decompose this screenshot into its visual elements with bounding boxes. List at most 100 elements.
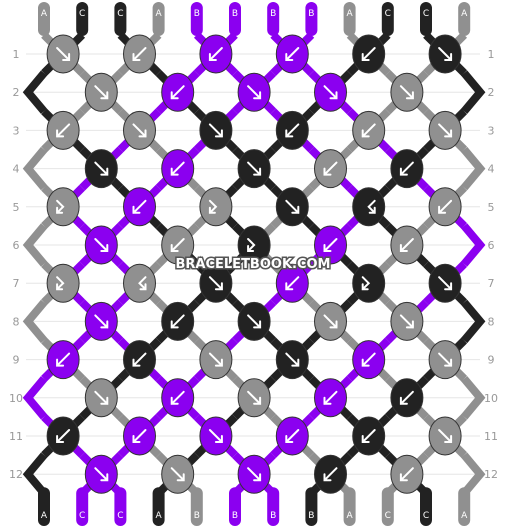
row-label-right: 8 — [488, 315, 495, 328]
knot-arrow-icon — [94, 85, 109, 100]
strand-label-bottom: C — [79, 511, 85, 521]
knot — [428, 416, 462, 456]
knot — [390, 225, 424, 265]
knot-arrow-icon — [399, 161, 414, 176]
knot — [161, 378, 195, 418]
strand-label-top: B — [194, 9, 200, 19]
knot — [46, 110, 80, 150]
row-label-right: 5 — [488, 201, 495, 214]
knot-arrow-icon — [247, 238, 256, 252]
row-label-left: 11 — [9, 430, 23, 443]
row-label-right: 7 — [488, 277, 495, 290]
knot-arrow-icon — [323, 238, 338, 252]
edge-strand — [22, 223, 48, 267]
edge-strand — [461, 223, 486, 267]
strand-label-bottom: B — [308, 511, 314, 521]
knot — [275, 340, 309, 380]
knot-arrow-icon — [132, 352, 147, 367]
knot-arrow-icon — [170, 85, 185, 100]
knot-arrow-icon — [247, 390, 262, 405]
knot-arrow-icon — [285, 47, 300, 61]
knot-arrow-icon — [285, 199, 300, 214]
edge-strand — [22, 452, 48, 496]
knot-grid — [46, 34, 462, 494]
strand-label-bottom: A — [156, 511, 163, 521]
knot — [237, 301, 271, 341]
knot-arrow-icon — [285, 352, 300, 367]
knot — [123, 34, 156, 74]
strand-label-top: C — [385, 9, 391, 19]
knot-arrow-icon — [208, 276, 223, 291]
knot-arrow-icon — [399, 390, 414, 405]
knot — [46, 263, 80, 303]
knot — [314, 72, 347, 112]
knot-arrow-icon — [56, 276, 65, 291]
knot-arrow-icon — [438, 429, 453, 443]
knot-arrow-icon — [399, 467, 414, 482]
strand-label-bottom: A — [347, 511, 354, 521]
knot-arrow-icon — [208, 352, 223, 367]
knot — [428, 34, 462, 74]
knot — [390, 378, 424, 418]
knot-arrow-icon — [138, 276, 147, 291]
row-label-left: 9 — [13, 354, 20, 367]
knot-arrow-icon — [361, 47, 376, 61]
knot-arrow-icon — [56, 123, 71, 138]
row-label-right: 1 — [488, 48, 495, 61]
knot-arrow-icon — [94, 161, 109, 176]
strand-label-bottom: B — [232, 511, 238, 521]
strand-label-top: B — [308, 9, 314, 19]
knot-arrow-icon — [56, 199, 65, 214]
row-label-left: 2 — [13, 86, 20, 99]
strand-label-bottom: A — [41, 511, 48, 521]
knot — [161, 72, 195, 112]
knot — [46, 340, 80, 380]
row-label-right: 10 — [484, 392, 498, 405]
knot-arrow-icon — [285, 429, 300, 443]
knot — [84, 378, 118, 418]
knot — [390, 149, 424, 189]
knot-arrow-icon — [399, 314, 414, 329]
row-label-right: 3 — [488, 124, 495, 137]
row-label-right: 11 — [484, 430, 498, 443]
knot-arrow-icon — [132, 199, 147, 214]
knot — [428, 110, 462, 150]
knot — [46, 416, 80, 456]
row-label-right: 9 — [488, 354, 495, 367]
strand-label-top: A — [461, 9, 468, 19]
strand-label-bottom: B — [270, 511, 276, 521]
knot-arrow-icon — [323, 467, 338, 482]
knot-arrow-icon — [56, 47, 71, 61]
row-label-left: 3 — [13, 124, 20, 137]
knot-arrow-icon — [247, 314, 262, 329]
knot — [84, 301, 118, 341]
knot — [314, 301, 347, 341]
knot-arrow-icon — [367, 199, 376, 214]
edge-strand — [22, 376, 48, 420]
knot — [352, 187, 386, 227]
knot-arrow-icon — [208, 199, 218, 214]
knot-arrow-icon — [170, 161, 185, 176]
knot-arrow-icon — [132, 123, 147, 138]
knot — [352, 416, 386, 456]
knot — [275, 110, 309, 150]
knot — [390, 72, 424, 112]
knot-arrow-icon — [170, 390, 185, 405]
knot-arrow-icon — [170, 314, 185, 329]
knot-arrow-icon — [361, 352, 376, 367]
knot-arrow-icon — [399, 238, 414, 252]
knot-arrow-icon — [94, 467, 109, 482]
knot-arrow-icon — [170, 467, 185, 482]
row-label-left: 10 — [9, 392, 23, 405]
row-label-left: 4 — [13, 163, 20, 176]
row-label-left: 12 — [9, 468, 23, 481]
knot — [237, 225, 271, 265]
strand-label-top: C — [79, 9, 85, 19]
row-label-left: 1 — [13, 48, 20, 61]
knot — [352, 110, 386, 150]
strand-label-bottom: A — [461, 511, 468, 521]
knot — [123, 416, 156, 456]
strand-label-top: A — [347, 9, 354, 19]
edge-strand — [461, 299, 486, 344]
